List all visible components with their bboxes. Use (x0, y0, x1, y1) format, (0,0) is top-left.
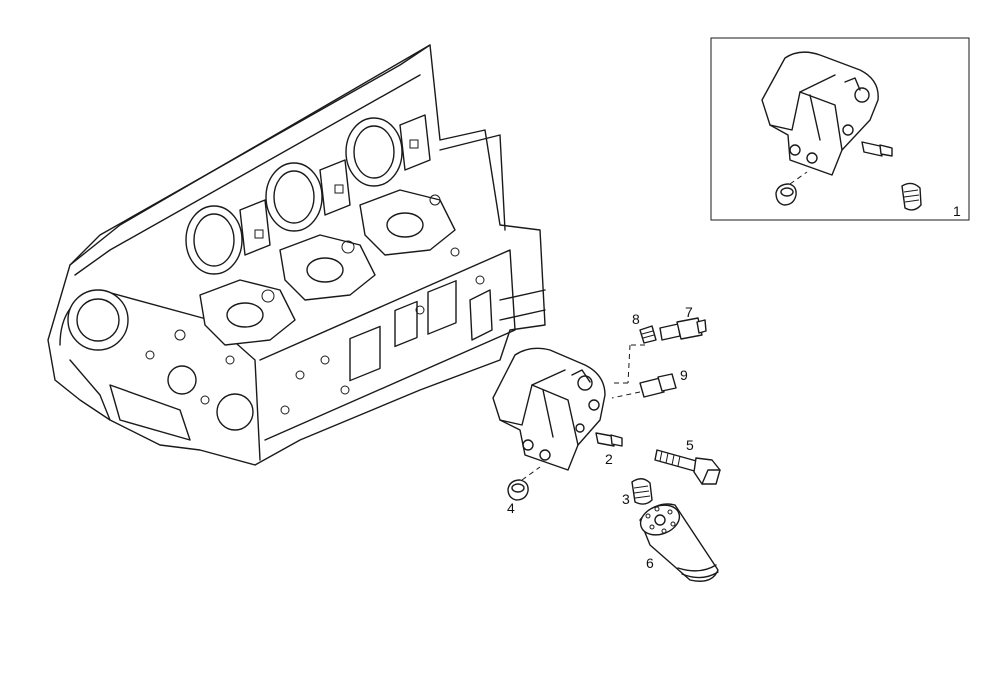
callout-3: 3 (622, 491, 630, 507)
callout-5: 5 (686, 437, 694, 453)
filter-housing (492, 347, 606, 471)
callout-8: 8 (632, 311, 640, 327)
part-3-threaded-nipple (631, 478, 653, 505)
part-6-oil-filter (639, 503, 719, 582)
callout-7: 7 (685, 304, 693, 320)
part-8-plug (610, 325, 657, 384)
callout-2: 2 (605, 451, 613, 467)
callout-1: 1 (953, 203, 961, 219)
part-2-fitting (595, 432, 623, 447)
engine-block (47, 44, 546, 466)
callout-4: 4 (507, 500, 515, 516)
part-9-sensor (611, 373, 677, 399)
part-7-sensor (659, 317, 707, 341)
inset-frame (710, 37, 970, 221)
inset-assembly-view (710, 37, 970, 221)
callout-6: 6 (646, 555, 654, 571)
part-5-bolt (654, 449, 721, 485)
callout-9: 9 (680, 367, 688, 383)
part-4-plug (507, 466, 541, 501)
